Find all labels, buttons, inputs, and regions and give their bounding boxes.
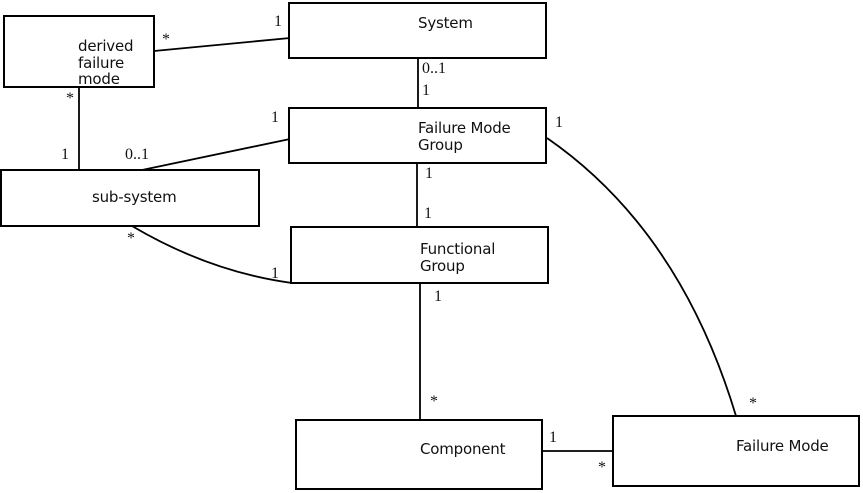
multiplicity-system-fmg-one: 1 bbox=[422, 82, 430, 99]
multiplicity-dfm-subsystem-one: 1 bbox=[61, 146, 69, 163]
entity-failure-mode-group-label: Failure Mode Group bbox=[418, 119, 511, 154]
entity-component-label: Component bbox=[420, 440, 506, 458]
entity-component: Component bbox=[295, 419, 543, 490]
entity-failure-mode: Failure Mode bbox=[612, 415, 860, 487]
multiplicity-fmg-fm-one: 1 bbox=[555, 114, 563, 131]
association-derived-failure-mode-system bbox=[153, 37, 291, 52]
multiplicity-component-fm-star: * bbox=[598, 459, 606, 476]
multiplicity-dfm-subsystem-star: * bbox=[66, 90, 74, 107]
multiplicity-subsystem-fmg-one: 1 bbox=[271, 109, 279, 126]
entity-derived-failure-mode: derived failure mode bbox=[3, 15, 155, 88]
entity-failure-mode-group: Failure Mode Group bbox=[288, 107, 547, 164]
entity-sub-system-label: sub-system bbox=[92, 188, 177, 206]
entity-functional-group-label: Functional Group bbox=[420, 240, 496, 275]
entity-sub-system: sub-system bbox=[0, 169, 260, 227]
multiplicity-subsystem-fg-star: * bbox=[127, 230, 135, 247]
association-sub-system-functional-group bbox=[131, 225, 293, 284]
multiplicity-fmg-fg-one-top: 1 bbox=[425, 165, 433, 182]
association-failure-mode-group-failure-mode bbox=[546, 137, 737, 417]
multiplicity-component-fm-one: 1 bbox=[549, 429, 557, 446]
multiplicity-subsystem-fg-one: 1 bbox=[271, 265, 279, 282]
entity-system: System bbox=[288, 2, 547, 59]
entity-system-label: System bbox=[418, 14, 473, 32]
multiplicity-subsystem-fmg-zeroone: 0..1 bbox=[125, 146, 149, 163]
multiplicity-system-fmg-zeroone: 0..1 bbox=[422, 60, 446, 77]
entity-functional-group: Functional Group bbox=[290, 226, 549, 284]
multiplicity-fg-component-star: * bbox=[430, 393, 438, 410]
entity-failure-mode-label: Failure Mode bbox=[736, 437, 829, 455]
multiplicity-dfm-system-one: 1 bbox=[274, 13, 282, 30]
multiplicity-fg-component-one: 1 bbox=[434, 288, 442, 305]
entity-derived-failure-mode-label: derived failure mode bbox=[78, 37, 134, 88]
multiplicity-dfm-system-star: * bbox=[162, 31, 170, 48]
multiplicity-fmg-fm-star: * bbox=[749, 395, 757, 412]
multiplicity-fmg-fg-one-bottom: 1 bbox=[424, 205, 432, 222]
association-sub-system-failure-mode-group bbox=[141, 138, 291, 171]
